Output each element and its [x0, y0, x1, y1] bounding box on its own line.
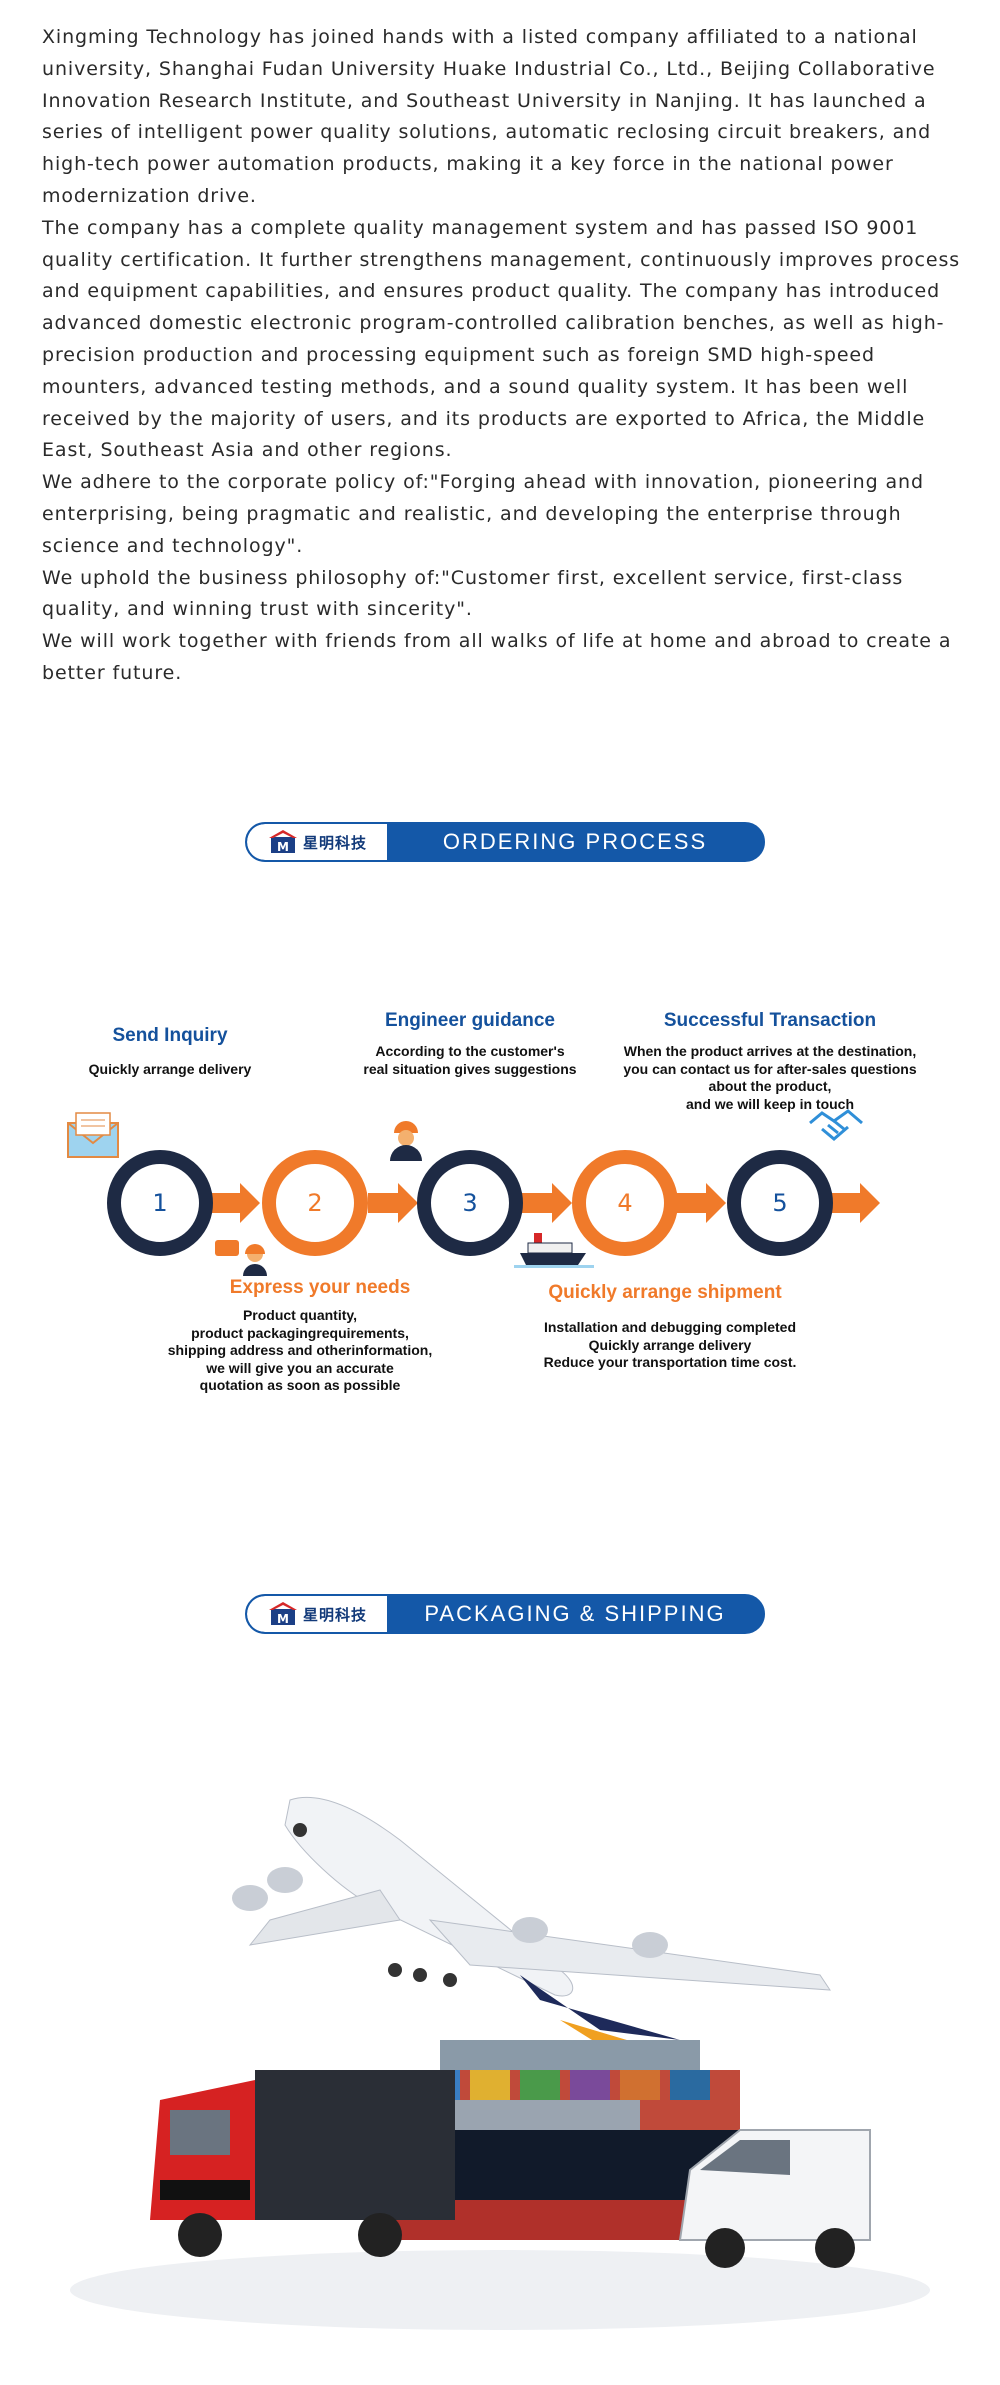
shipping-illustration — [0, 1770, 1000, 2370]
step-5-desc: When the product arrives at the destinat… — [610, 1043, 930, 1113]
van-icon — [678, 2129, 871, 2268]
step-circle-4 — [572, 1150, 678, 1256]
step-2-title: Express your needs — [229, 1277, 411, 1298]
brand-logo: M 星明科技 — [247, 824, 387, 860]
step-4-title: Quickly arrange shipment — [548, 1282, 782, 1303]
step-circle-3 — [417, 1150, 523, 1256]
step-desc-line: Installation and debugging completed — [543, 1319, 796, 1335]
intro-paragraph: The company has a complete quality manag… — [42, 216, 961, 462]
step-desc-line: you can contact us for after-sales quest… — [623, 1060, 917, 1077]
intro-paragraph: We will work together with friends from … — [42, 630, 952, 684]
step-desc-line: product packagingrequirements, — [191, 1324, 409, 1341]
step-desc-line: real situation gives suggestions — [363, 1060, 577, 1077]
envelope-icon — [67, 1112, 119, 1158]
logo-text: 星明科技 — [303, 833, 368, 852]
banner-title: ORDERING PROCESS — [442, 829, 708, 854]
step-desc-line: Product quantity, — [242, 1307, 358, 1323]
step-desc-line: we will give you an accurate — [206, 1359, 394, 1376]
step-4-desc: Installation and debugging completed Qui… — [520, 1319, 820, 1372]
truck-icon — [150, 2070, 455, 2257]
step-number-1: 1 — [152, 1189, 167, 1217]
logo-text: 星明科技 — [303, 1605, 368, 1624]
engineer-icon — [390, 1121, 422, 1161]
step-desc-line: Quickly arrange delivery — [588, 1336, 752, 1353]
packaging-shipping-banner: M 星明科技 PACKAGING & SHIPPING — [245, 1594, 765, 1634]
step-desc-line: According to the customer's — [375, 1043, 565, 1059]
intro-paragraph: We adhere to the corporate policy of:"Fo… — [42, 471, 924, 557]
banner-title: PACKAGING & SHIPPING — [424, 1601, 726, 1626]
ordering-process-diagram: 1 2 3 4 5 Send Inquiry Quickly arrange d… — [0, 985, 1000, 1405]
step-5-title: Successful Transaction — [663, 1010, 877, 1031]
handshake-icon — [809, 1109, 863, 1141]
airplane-icon — [232, 1796, 831, 2050]
step-desc-line: shipping address and otherinformation, — [167, 1342, 433, 1358]
step-desc-line: Reduce your transportation time cost. — [543, 1354, 797, 1370]
cargo-ship-icon — [360, 2100, 780, 2240]
step-2-desc: Product quantity, product packagingrequi… — [150, 1307, 450, 1395]
ground-shadow — [70, 2250, 930, 2330]
company-intro: Xingming Technology has joined hands wit… — [42, 22, 962, 690]
intro-paragraph: Xingming Technology has joined hands wit… — [42, 26, 936, 207]
brand-logo: M 星明科技 — [247, 1596, 387, 1632]
customer-chat-icon — [215, 1240, 267, 1276]
step-circle-1 — [107, 1150, 213, 1256]
step-desc-line: quotation as soon as possible — [199, 1377, 401, 1393]
step-1-title: Send Inquiry — [112, 1025, 228, 1046]
step-circle-2 — [262, 1150, 368, 1256]
step-number-3: 3 — [462, 1189, 477, 1217]
ship-icon — [514, 1233, 594, 1268]
intro-paragraph: We uphold the business philosophy of:"Cu… — [42, 566, 904, 621]
step-1-desc: Quickly arrange delivery — [60, 1061, 280, 1079]
logo-mark-icon: M — [269, 1601, 297, 1627]
svg-text:M: M — [277, 1612, 289, 1626]
svg-text:M: M — [277, 840, 289, 854]
step-circle-5 — [727, 1150, 833, 1256]
process-graphic: 1 2 3 4 5 — [67, 1109, 880, 1276]
logo-mark-icon: M — [269, 829, 297, 855]
arrow-icon — [210, 1183, 880, 1223]
step-3-title: Engineer guidance — [385, 1010, 555, 1031]
step-desc-line: and we will keep in touch — [685, 1095, 855, 1112]
step-desc-line: Quickly arrange delivery — [88, 1061, 252, 1077]
ordering-process-banner: M 星明科技 ORDERING PROCESS — [245, 822, 765, 862]
step-desc-line: When the product arrives at the destinat… — [623, 1043, 917, 1059]
step-3-desc: According to the customer's real situati… — [340, 1043, 600, 1078]
step-number-5: 5 — [772, 1189, 787, 1217]
step-number-2: 2 — [307, 1189, 322, 1217]
step-desc-line: about the product, — [708, 1078, 832, 1094]
step-number-4: 4 — [617, 1189, 632, 1217]
